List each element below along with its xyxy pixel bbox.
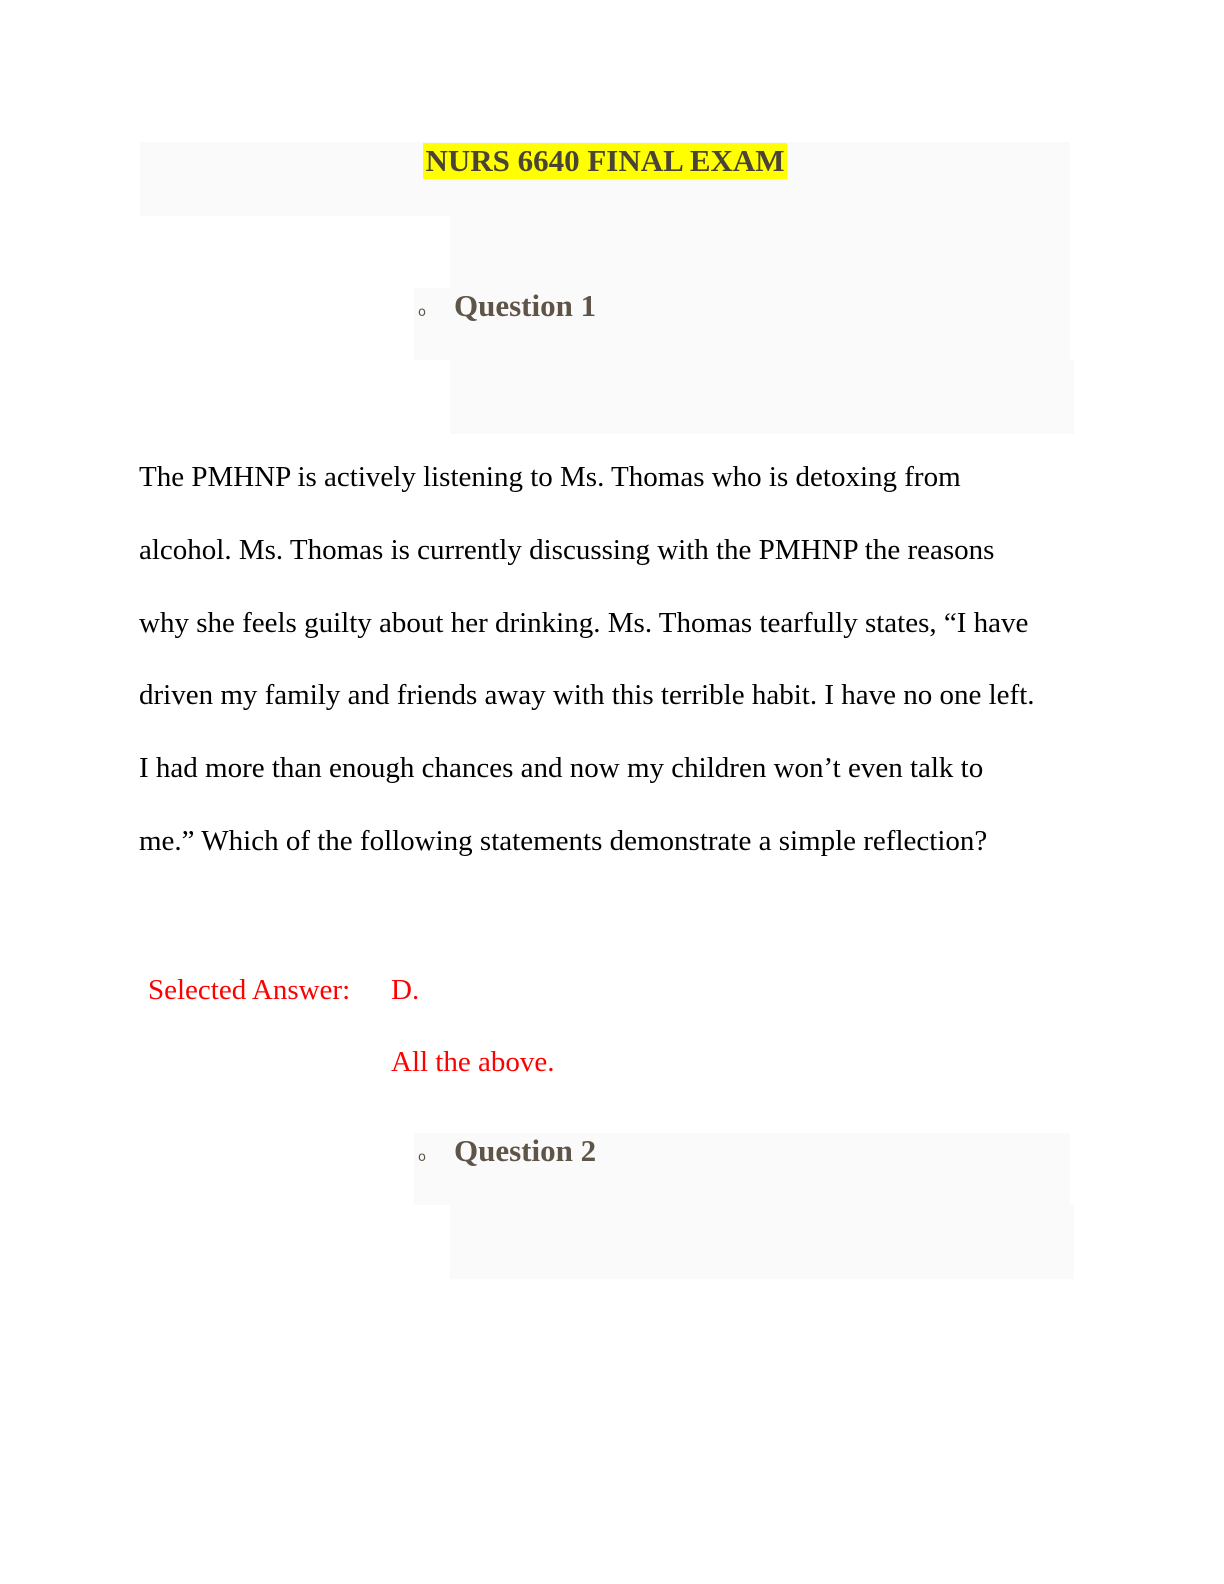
title-block: NURS 6640 FINAL EXAM	[140, 143, 1070, 179]
selected-answer-label: Selected Answer:	[148, 974, 351, 1006]
title-shade-right	[450, 216, 1070, 288]
question-2-shade-lower	[450, 1205, 1074, 1279]
question-1-shade-lower	[450, 360, 1074, 434]
question-1-text: The PMHNP is actively listening to Ms. T…	[139, 461, 1035, 857]
question-2-label: Question 2	[454, 1133, 597, 1168]
bullet-circle-icon: o	[418, 1150, 426, 1165]
bullet-circle-icon: o	[418, 305, 426, 320]
selected-answer-text: All the above.	[391, 1046, 555, 1078]
selected-answer-letter: D.	[391, 974, 420, 1006]
question-2-shade	[414, 1133, 1070, 1205]
exam-title: NURS 6640 FINAL EXAM	[423, 143, 787, 179]
question-1-shade	[414, 288, 1070, 360]
question-2-heading: o Question 2	[418, 1133, 596, 1169]
question-1-label: Question 1	[454, 288, 597, 323]
question-1-heading: o Question 1	[418, 288, 596, 324]
